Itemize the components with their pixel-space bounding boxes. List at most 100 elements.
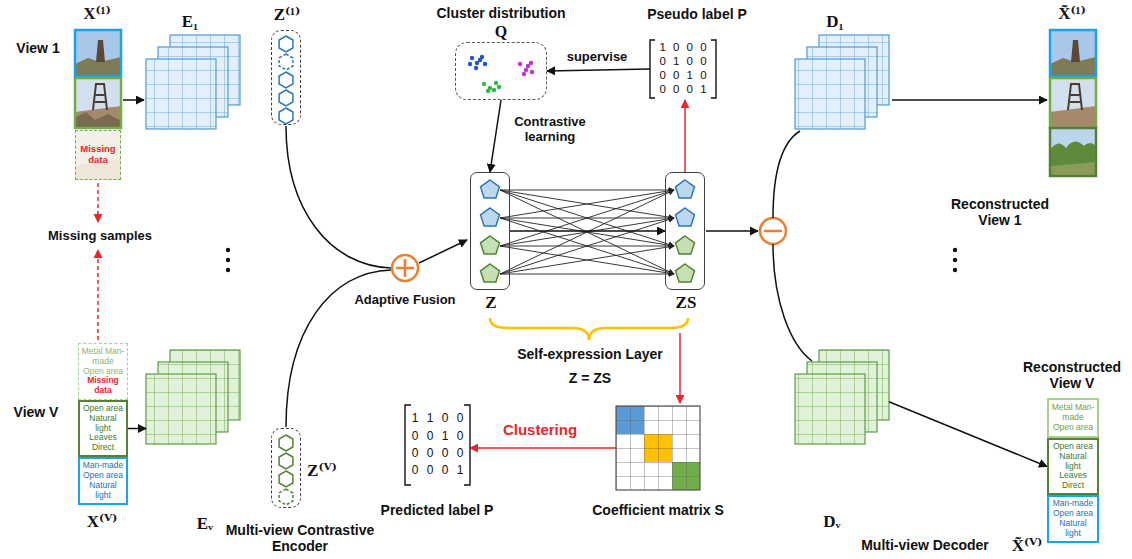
box-title: Coefficient matrix S	[592, 502, 723, 518]
reconstructed-photo	[1071, 40, 1080, 62]
ellipsis-dots	[953, 258, 957, 262]
matrix-entry: 0 0 0 1	[659, 83, 706, 97]
reconstructed-photo	[1050, 78, 1096, 128]
coefficient-matrix: Coefficient matrix S	[616, 406, 700, 490]
fusion-arrow	[419, 240, 467, 263]
arrow-note: supervise	[567, 50, 628, 65]
self-expression-mesh	[500, 274, 674, 275]
sample-pentagon	[676, 208, 695, 226]
cluster-points	[530, 70, 534, 74]
sample-pentagon	[481, 236, 500, 254]
flow-arrow	[470, 447, 616, 449]
cluster-points	[522, 72, 526, 76]
fusion-wire	[286, 126, 391, 268]
feature-hexagon	[279, 72, 293, 88]
subtract-symbol	[760, 218, 786, 244]
latent-matrix: ZS	[665, 172, 705, 290]
reconstructed-photo	[1050, 106, 1096, 128]
predicted-label-matrix: 1 1 0 00 0 1 00 0 0 00 0 0 1Predicted la…	[405, 405, 470, 485]
reconstructed-photo	[1050, 162, 1096, 176]
ellipsis-dots	[226, 258, 230, 262]
view-symbol: X⁽¹⁾	[83, 4, 111, 24]
fusion-symbol	[392, 255, 418, 281]
box-title: Cluster distribution	[436, 5, 565, 21]
layer-caption: Self-expression Layer	[500, 346, 680, 362]
output-arrow	[706, 230, 758, 232]
reconstructed-photo	[1050, 78, 1096, 128]
output-caption: Reconstructed View 1	[945, 196, 1055, 228]
latent-vector: Z⁽ⱽ⁾	[271, 428, 301, 508]
sample-pentagon	[676, 264, 695, 282]
symbol-label: D₁	[826, 12, 843, 32]
attribute-text: Open area Natural light Leaves Direct	[82, 404, 124, 453]
view-text-box: Open area Natural light Leaves Direct	[78, 400, 128, 457]
sample-pentagon	[481, 180, 500, 198]
view-text-box: Man-made Open area Natural light	[78, 457, 128, 505]
input-arrow	[123, 99, 144, 101]
faded-photo	[75, 130, 121, 180]
view-text-box: Metal Man-made Open area	[1047, 398, 1099, 438]
view-photo	[75, 112, 121, 128]
sample-pentagon	[676, 236, 695, 254]
fusion-wire	[286, 270, 391, 427]
fusion-wire	[286, 126, 391, 427]
coefficient-grid	[616, 406, 700, 490]
symbol-label: Q	[495, 23, 507, 41]
reconstructed-photo	[1050, 30, 1096, 76]
reconstructed-photo	[1050, 128, 1096, 176]
matrix-entry: 0 0 0 0	[412, 445, 464, 462]
reconstructed-photo	[1050, 30, 1096, 76]
box-title: Pseudo label P	[647, 6, 747, 22]
view-photo	[75, 30, 121, 76]
reconstructed-photo	[1050, 128, 1096, 176]
encoder-stack: E₁	[146, 35, 240, 129]
matrix-bracket	[711, 40, 716, 98]
feature-hexagon	[279, 453, 293, 469]
feature-hexagon	[279, 435, 293, 451]
pseudo-label-matrix: Pseudo label P1 0 0 00 1 0 00 0 1 00 0 0…	[650, 38, 716, 100]
cluster-points	[518, 61, 534, 76]
arrow-note: Clustering	[503, 421, 577, 438]
flow-arrow	[128, 428, 146, 430]
flow-arrow	[490, 100, 501, 172]
view-photo	[75, 78, 121, 128]
feature-hexagon	[279, 36, 293, 505]
fusion-symbol	[392, 255, 418, 281]
self-expression-mesh	[500, 246, 674, 274]
symbol-label: E₁	[182, 12, 198, 32]
layer-stack	[146, 374, 216, 444]
self-expression-mesh	[500, 190, 674, 274]
missing-view-box: Metal Man-made Open areaMissing data	[78, 343, 128, 400]
self-expression-mesh	[500, 190, 674, 246]
symbol-label: Z⁽ⱽ⁾	[307, 461, 337, 481]
cluster-points	[470, 56, 474, 60]
fusion-label: Adaptive Fusion	[340, 293, 470, 308]
view-photo	[75, 30, 121, 76]
cluster-points	[524, 68, 528, 72]
cluster-points	[478, 58, 482, 62]
cluster-points	[482, 81, 501, 93]
cluster-points	[468, 55, 534, 93]
self-expression-mesh	[500, 190, 674, 218]
arrow-note: Contrastive learning	[505, 115, 595, 145]
matrix-entry: 0 0 0 1	[412, 462, 464, 479]
equation: Z = ZS	[569, 370, 611, 386]
view-photo	[75, 106, 121, 128]
self-expression-mesh	[500, 190, 674, 218]
decoder-stack: D₁	[795, 35, 889, 129]
faded-photo	[75, 158, 121, 180]
module-caption: Multi-view Decoder	[861, 537, 989, 553]
coefficient-arrow	[679, 333, 681, 403]
flow-arrow	[684, 100, 686, 172]
cluster-points	[497, 85, 501, 89]
matrix-entry: 0 1 0 0	[659, 55, 706, 69]
symbol-label: Eᵥ	[197, 514, 213, 534]
symbol-label: Z	[485, 293, 496, 313]
faded-photo	[75, 130, 121, 180]
cluster-points	[483, 62, 487, 66]
cluster-points	[518, 62, 522, 66]
decoder-wire	[773, 131, 800, 218]
